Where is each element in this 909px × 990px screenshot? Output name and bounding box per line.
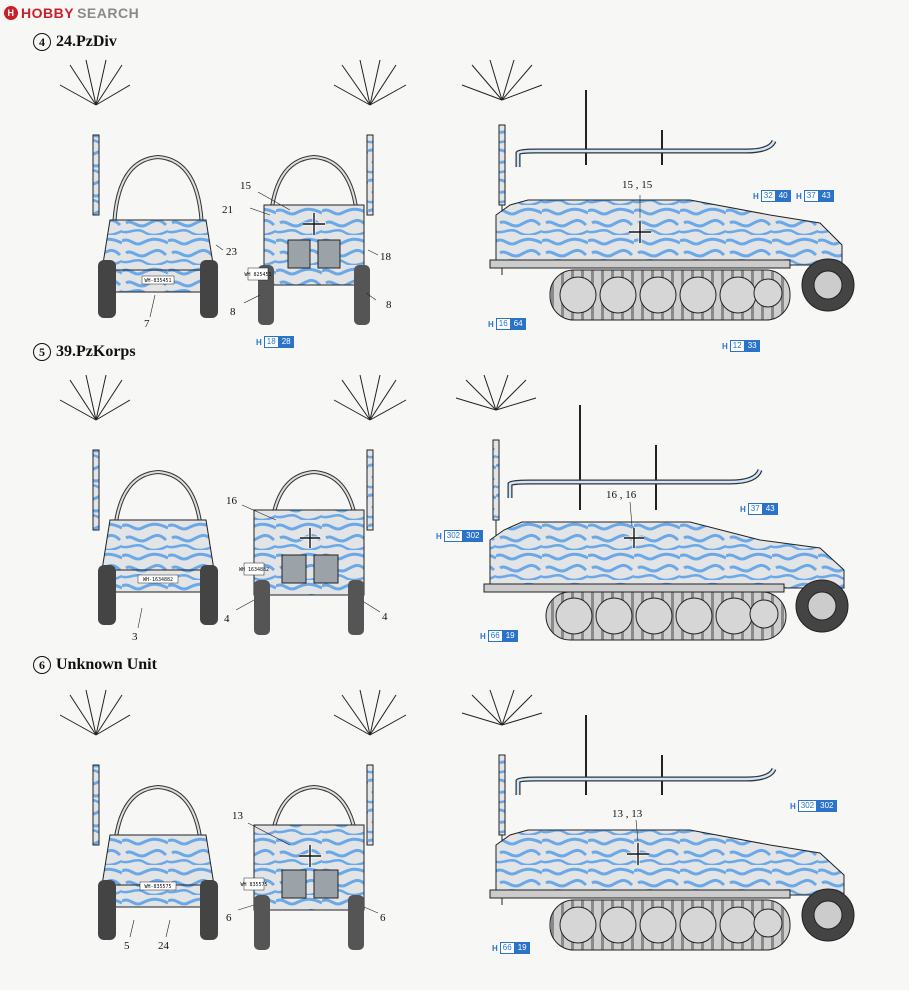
callout: 8 <box>386 299 392 311</box>
hobby-search-logo: H HOBBY SEARCH <box>4 4 139 22</box>
front-plate-3: WH-835575 <box>144 884 171 890</box>
section-heading-2: 5 39.PzKorps <box>33 343 136 361</box>
section-title: 24.PzDiv <box>56 33 117 50</box>
rear-plate-3: WH 835575 <box>240 882 267 888</box>
section-heading-1: 4 24.PzDiv <box>33 33 117 51</box>
front-plate-2: WH-1634882 <box>143 577 173 583</box>
front-view-3: WH-835575 5 24 <box>59 689 218 952</box>
callout: 3 <box>132 631 138 643</box>
side-callout-3: 13 , 13 <box>612 808 643 820</box>
callout: 5 <box>124 940 130 952</box>
side-view-1: 15 , 15 <box>461 59 855 321</box>
callout: 23 <box>226 246 238 258</box>
section-number: 6 <box>33 656 51 674</box>
callout: 4 <box>224 613 230 625</box>
section-number: 5 <box>33 343 51 361</box>
callout: 6 <box>226 912 232 924</box>
logo-brand: HOBBY <box>21 5 75 21</box>
side-callout-1: 15 , 15 <box>622 179 653 191</box>
callout: 24 <box>158 940 170 952</box>
rear-plate-2: WH 1634882 <box>239 567 269 573</box>
logo-mark-icon: H <box>4 6 18 20</box>
side-view-2: 16 , 16 <box>455 374 849 641</box>
callout: 13 <box>232 810 244 822</box>
section-title: Unknown Unit <box>56 656 157 673</box>
front-plate-1: WH-835451 <box>144 278 171 284</box>
front-view-1: WH-835451 23 7 <box>59 59 238 330</box>
callout: 16 <box>226 495 238 507</box>
side-callout-2: 16 , 16 <box>606 489 637 501</box>
callout: 6 <box>380 912 386 924</box>
callout: 8 <box>230 306 236 318</box>
callout: 21 <box>222 204 233 216</box>
side-view-3: 13 , 13 <box>461 689 855 951</box>
callout: 4 <box>382 611 388 623</box>
section-title: 39.PzKorps <box>56 343 136 360</box>
callout: 18 <box>380 251 392 263</box>
callout: 15 <box>240 180 252 192</box>
rear-view-2: WH 1634882 16 4 4 <box>224 374 407 635</box>
section-heading-3: 6 Unknown Unit <box>33 656 157 674</box>
callout: 7 <box>144 318 150 330</box>
front-view-2: WH-1634882 3 <box>59 374 218 643</box>
logo-suffix: SEARCH <box>77 5 140 21</box>
rear-view-3: WH 835575 13 6 6 <box>226 689 407 950</box>
rear-view-1: WH 825451 15 21 18 8 8 <box>222 59 407 325</box>
section-number: 4 <box>33 33 51 51</box>
rear-plate-1: WH 825451 <box>244 272 271 278</box>
